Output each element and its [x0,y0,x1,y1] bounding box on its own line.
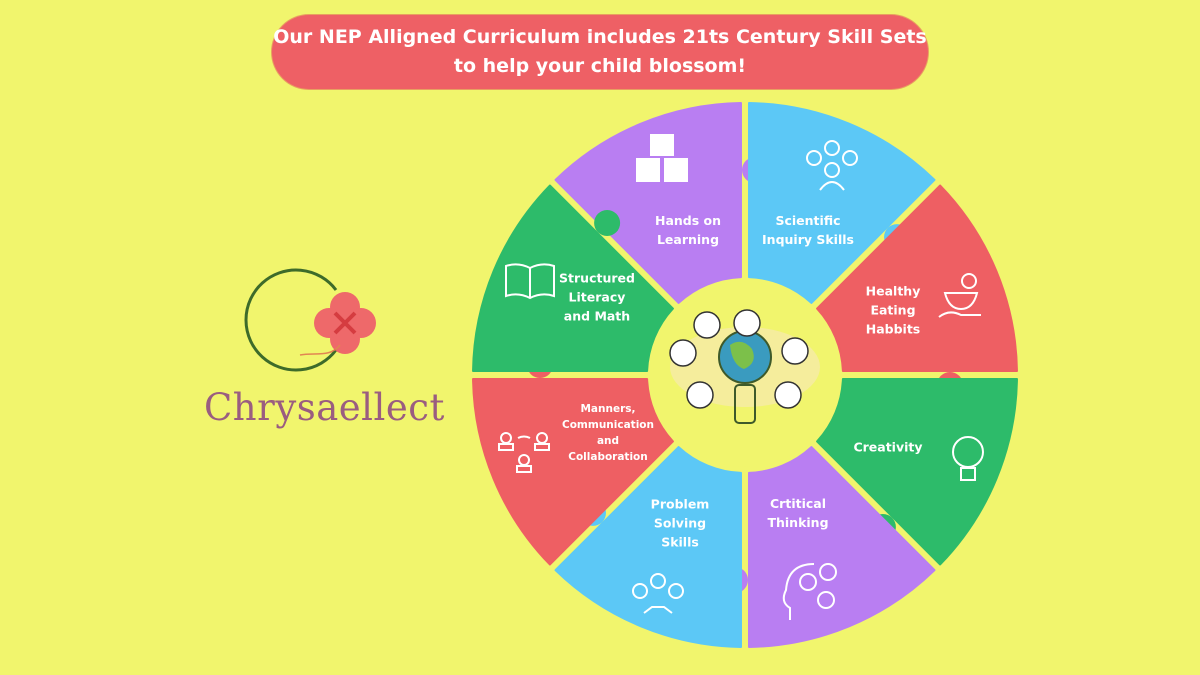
wheel-segment [747,446,936,648]
flower-icon [299,292,376,356]
food-bowl-hand-icon [938,273,981,318]
tools-icon [693,311,721,339]
handshake-team-icon [632,573,684,614]
brand-name: Chrysaellect [204,386,445,429]
brain-icon [774,381,802,409]
atom-icon [669,339,697,367]
headline-banner: Our NEP Alligned Curriculum includes 21t… [272,15,928,89]
logo-arc [244,268,338,372]
head-gears-icon [782,563,837,620]
puzzle-knob [594,209,621,236]
wheel-segment [472,377,674,566]
headline-line-2: to help your child blossom! [453,55,747,77]
wheel-segment [554,102,743,304]
open-book-icon [505,263,555,300]
shape-blocks-icon [636,134,688,182]
magnifier-icon [733,309,761,337]
questions-person-icon [806,140,858,191]
segment-label-creativity: Creativity [853,439,923,455]
brain-bulb-icon [952,436,984,481]
people-network-icon [498,432,550,473]
wheel-segment [747,102,936,304]
wheel-segment [554,446,743,648]
camera-icon [781,337,809,365]
wheel-segment [472,184,674,373]
shovel-icon [686,381,714,409]
wheel-segment [816,377,1018,566]
wheel-segment [816,184,1018,373]
headline-line-1: Our NEP Alligned Curriculum includes 21t… [273,26,927,48]
